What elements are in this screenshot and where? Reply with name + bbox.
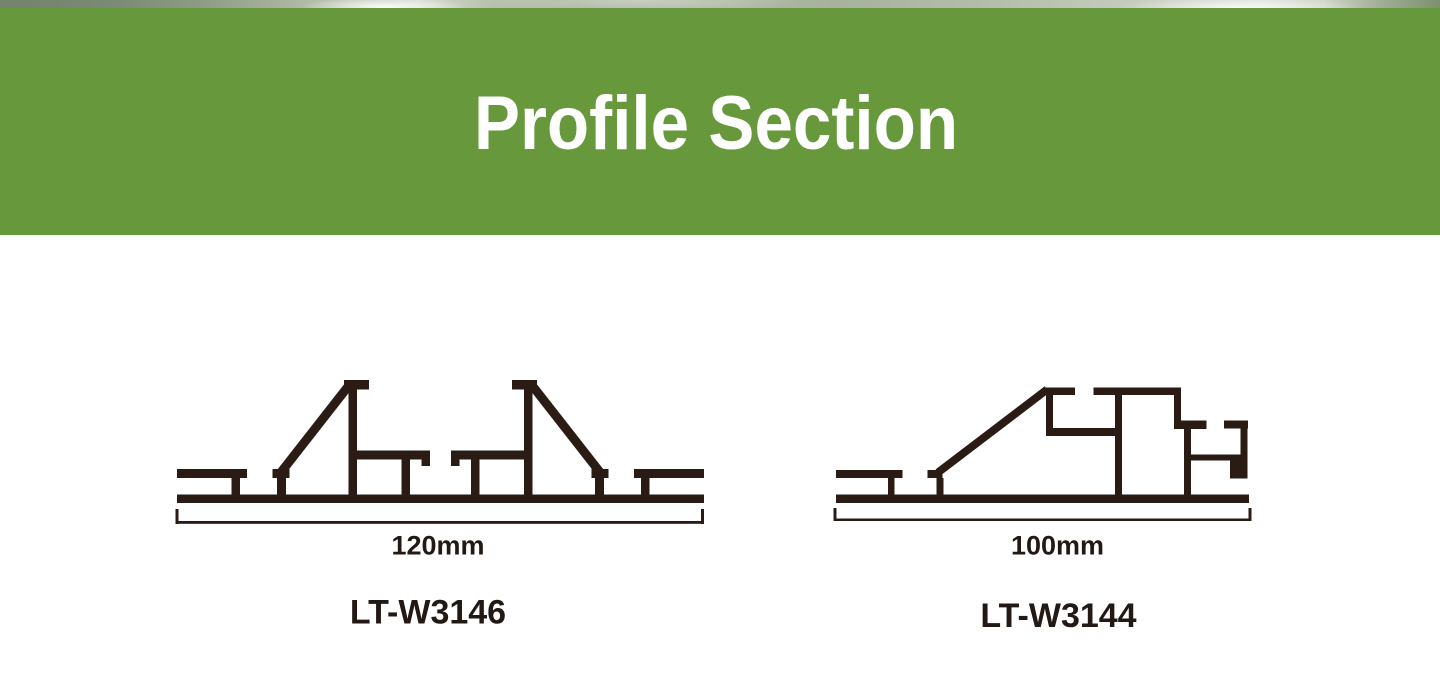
- svg-text:100mm: 100mm: [1011, 531, 1104, 561]
- svg-text:LT-W3144: LT-W3144: [980, 597, 1136, 635]
- svg-text:120mm: 120mm: [391, 530, 484, 560]
- svg-text:LT-W3146: LT-W3146: [350, 594, 506, 632]
